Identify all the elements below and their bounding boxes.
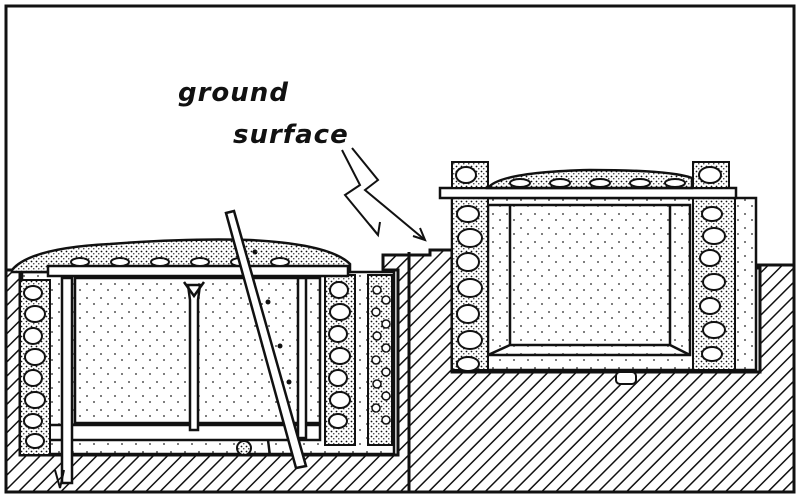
left-roof-earth <box>10 238 352 274</box>
right-roof-board <box>438 186 738 200</box>
ladder-pegs <box>252 249 292 385</box>
label-ground: ground <box>178 78 289 108</box>
arrow-left-head <box>369 221 381 238</box>
post-left <box>60 276 74 485</box>
pebbles <box>371 285 391 425</box>
right-room-interior <box>486 203 692 357</box>
right-ground <box>407 248 796 494</box>
post-center <box>186 283 202 432</box>
post-right <box>296 276 308 440</box>
arrow-right <box>351 147 426 241</box>
right-roof-logs <box>509 178 686 188</box>
left-stones <box>23 285 46 449</box>
arrow-right-head <box>412 227 427 242</box>
left-panel <box>4 209 411 494</box>
label-surface: surface <box>233 120 349 150</box>
left-post-tip <box>54 469 65 489</box>
ladder-pole <box>224 209 308 470</box>
pot <box>236 440 252 456</box>
right-stones-left <box>328 281 351 429</box>
right-right-wall <box>692 197 736 371</box>
peg <box>266 439 272 457</box>
label-arrows <box>341 147 427 242</box>
arrow-left <box>341 149 379 236</box>
right-panel <box>407 161 796 494</box>
right-left-stones <box>456 205 483 372</box>
post-center-fork <box>182 281 206 299</box>
left-roof-beam <box>46 264 350 278</box>
right-right-stones <box>699 206 726 362</box>
right-floor-object <box>615 371 637 385</box>
right-room-bevel <box>487 205 691 357</box>
left-floor <box>38 423 322 442</box>
